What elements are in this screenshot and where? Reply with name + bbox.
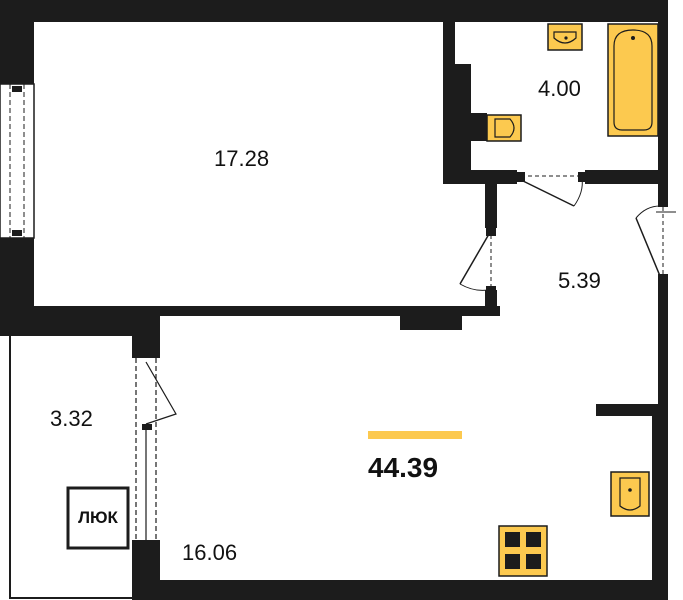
door-bathroom — [517, 170, 586, 207]
door-entrance — [635, 205, 676, 282]
wall-bath-bottom-right — [585, 170, 668, 184]
bathroom-area: 4.00 — [538, 76, 581, 101]
wall-right-hall-top — [658, 185, 668, 207]
walls — [0, 0, 668, 600]
window-balcony — [135, 358, 177, 540]
hatch-label: ЛЮК — [78, 508, 118, 527]
balcony-outline — [9, 336, 134, 599]
hatch-box — [66, 486, 130, 550]
wall-bottom — [132, 580, 668, 600]
living-room-area: 17.28 — [214, 146, 270, 171]
kitchen-sink — [610, 471, 650, 517]
window-living — [0, 83, 35, 239]
wall-top — [0, 0, 666, 22]
wall-left-upper — [0, 0, 34, 84]
wall-right-hall-bottom — [658, 280, 668, 410]
wall-balcony-top — [132, 316, 160, 358]
door-living — [459, 228, 496, 294]
kitchen-area: 16.06 — [182, 540, 238, 565]
bathroom-sink — [547, 23, 583, 51]
wall-kitchen-step — [596, 404, 666, 416]
wall-living-kitchen — [30, 306, 500, 316]
stove — [498, 525, 548, 577]
hallway-area: 5.39 — [558, 268, 601, 293]
balcony-area: 3.32 — [50, 406, 93, 431]
wall-bath-bottom-left — [443, 170, 517, 184]
balcony-edge — [9, 336, 134, 599]
wall-living-bath — [443, 0, 455, 183]
total-area-accent-bar — [368, 431, 462, 439]
wall-right-bath — [658, 0, 668, 185]
total-area: 44.39 — [368, 452, 439, 483]
toilet — [471, 113, 522, 142]
wall-right-kitchen — [652, 404, 668, 600]
wall-bath-partition — [455, 64, 471, 170]
bathtub — [607, 23, 659, 137]
wall-living-hall-top — [485, 184, 497, 228]
